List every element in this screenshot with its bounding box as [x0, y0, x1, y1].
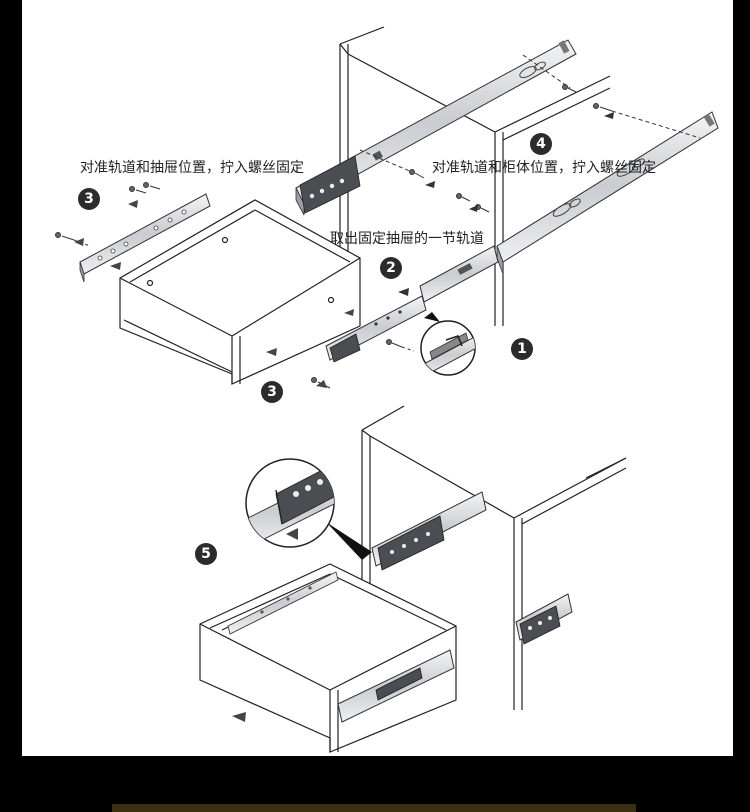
cabinet-rail-upper	[295, 39, 577, 216]
inner-rail-center	[419, 245, 499, 303]
drawer-rail-bottom-inner	[227, 571, 339, 635]
drawer-rail-center	[325, 295, 427, 363]
cabinet-rail-assembled-right	[515, 593, 573, 645]
zoom-detail-1	[420, 312, 476, 376]
arrows-left	[74, 200, 327, 388]
cabinet-side-panel	[339, 26, 611, 326]
step-badge-3-bottom: 3	[261, 381, 283, 403]
bottom-strip	[112, 804, 636, 812]
caption-drawer-align: 对准轨道和抽屉位置，拧入螺丝固定	[80, 160, 304, 176]
step-badge-2: 2	[380, 257, 402, 279]
drawer-arrows-top	[110, 262, 354, 356]
zoom-detail-2	[245, 458, 372, 560]
drawer-box-top	[119, 199, 361, 385]
step-badge-1: 1	[511, 338, 533, 360]
drawer-box-bottom	[199, 563, 457, 753]
step-badge-5: 5	[195, 543, 217, 565]
caption-cabinet-align: 对准轨道和柜体位置，拧入螺丝固定	[432, 160, 656, 176]
cabinet-rail-lower	[496, 111, 719, 275]
caption-remove-rail: 取出固定抽屉的一节轨道	[330, 231, 484, 247]
screws-left	[55, 182, 331, 389]
step-badge-4: 4	[530, 133, 552, 155]
drawer-push-arrow	[232, 712, 246, 722]
drawer-side-rail	[79, 193, 211, 283]
drawer-rail-bottom-front	[337, 649, 455, 723]
cabinet-rail-assembled-left	[371, 491, 487, 571]
step-badge-3-left: 3	[78, 188, 100, 210]
